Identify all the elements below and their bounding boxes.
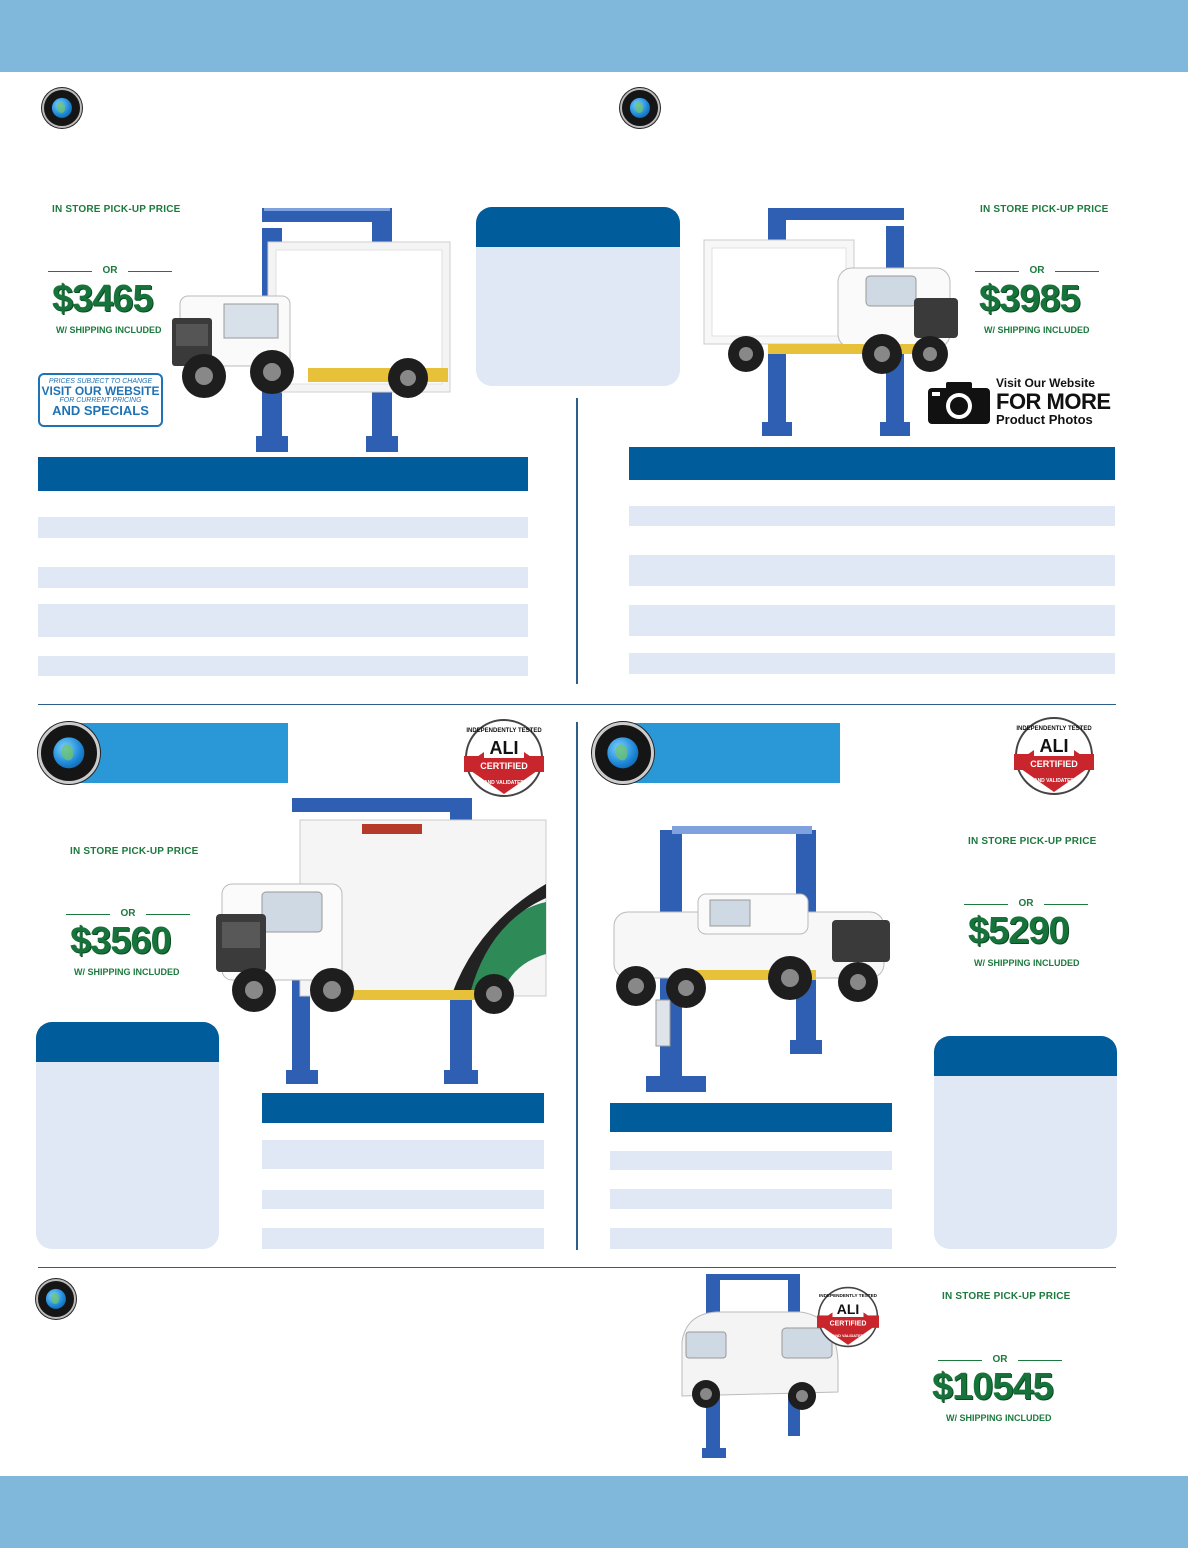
product-title-tab (628, 723, 840, 783)
features-card (36, 1022, 219, 1249)
svg-text:INDEPENDENTLY TESTED: INDEPENDENTLY TESTED (819, 1293, 878, 1298)
pickup-price-label: IN STORE PICK-UP PRICE (968, 836, 1097, 847)
features-card (934, 1036, 1117, 1249)
svg-text:ALI: ALI (1040, 736, 1069, 756)
or-divider: OR (66, 908, 190, 920)
shipping-price: $3560 (70, 920, 172, 962)
spec-table-row (629, 555, 1115, 586)
svg-text:CERTIFIED: CERTIFIED (830, 1321, 867, 1328)
or-divider: OR (964, 898, 1088, 910)
promo-line-1: Visit Our Website (996, 376, 1095, 390)
spec-table-row (262, 1140, 544, 1169)
atlas-equipment-logo (42, 88, 82, 128)
svg-text:AND VALIDATED: AND VALIDATED (833, 1333, 864, 1338)
footer-band (0, 1476, 1188, 1548)
svg-text:ALI: ALI (490, 738, 519, 758)
column-divider (576, 722, 578, 1250)
spec-table-row (262, 1228, 544, 1249)
spec-table-header (262, 1093, 544, 1123)
svg-text:CERTIFIED: CERTIFIED (480, 761, 528, 771)
spec-table-row (610, 1228, 892, 1249)
spec-table-header (629, 447, 1115, 480)
spec-table-header (38, 457, 528, 491)
atlas-equipment-logo (36, 1279, 76, 1319)
spec-table-row (262, 1190, 544, 1209)
svg-text:INDEPENDENTLY TESTED: INDEPENDENTLY TESTED (466, 728, 542, 734)
section-divider (38, 704, 1116, 705)
promo-line-3: Product Photos (996, 412, 1093, 427)
shipping-price: $5290 (968, 910, 1070, 952)
header-band (0, 0, 1188, 72)
features-card (476, 207, 680, 386)
product-title-tab (74, 723, 288, 783)
spec-table-row (38, 604, 528, 637)
pickup-price-label: IN STORE PICK-UP PRICE (70, 846, 199, 857)
spec-table-row (610, 1189, 892, 1209)
svg-text:INDEPENDENTLY TESTED: INDEPENDENTLY TESTED (1016, 726, 1092, 732)
pickup-price-label: IN STORE PICK-UP PRICE (980, 204, 1109, 215)
two-post-lift-image (216, 798, 547, 1084)
spec-table-row (38, 567, 528, 588)
pickup-price-label: IN STORE PICK-UP PRICE (52, 204, 181, 215)
svg-text:ALI: ALI (837, 1301, 859, 1317)
two-post-lift-image (681, 1274, 839, 1458)
shipping-price: $3985 (979, 278, 1081, 320)
spec-table-row (629, 653, 1115, 674)
column-divider (576, 398, 578, 684)
shipping-price: $10545 (932, 1366, 1054, 1408)
svg-text:AND VALIDATED: AND VALIDATED (484, 780, 524, 786)
or-divider: OR (938, 1354, 1062, 1366)
spec-table-row (38, 656, 528, 676)
shipping-included-label: W/ SHIPPING INCLUDED (946, 1413, 1052, 1423)
visit-website-promo[interactable]: Visit Our Website FOR MORE Product Photo… (926, 376, 1118, 428)
section-divider (38, 1267, 1116, 1268)
two-post-lift-image (172, 208, 451, 452)
shipping-price: $3465 (52, 278, 154, 320)
two-post-lift-image (613, 826, 890, 1092)
or-divider: OR (48, 265, 172, 277)
atlas-equipment-logo (38, 722, 100, 784)
prices-notice: PRICES SUBJECT TO CHANGE VISIT OUR WEBSI… (38, 373, 163, 427)
pickup-price-label: IN STORE PICK-UP PRICE (942, 1291, 1071, 1302)
shipping-included-label: W/ SHIPPING INCLUDED (974, 958, 1080, 968)
certified-badge: ALI CERTIFIED INDEPENDENTLY TESTED AND V… (817, 1286, 879, 1348)
spec-table-row (629, 605, 1115, 636)
two-post-lift-image (703, 208, 958, 436)
shipping-included-label: W/ SHIPPING INCLUDED (56, 325, 162, 335)
shipping-included-label: W/ SHIPPING INCLUDED (74, 967, 180, 977)
camera-icon (928, 382, 990, 424)
certified-badge: ALI CERTIFIED INDEPENDENTLY TESTED AND V… (464, 719, 544, 797)
atlas-equipment-logo (592, 722, 654, 784)
svg-text:CERTIFIED: CERTIFIED (1030, 759, 1078, 769)
or-divider: OR (975, 265, 1099, 277)
promo-line-2: FOR MORE (996, 389, 1111, 414)
spec-table-row (629, 506, 1115, 526)
shipping-included-label: W/ SHIPPING INCLUDED (984, 325, 1090, 335)
spec-table-header (610, 1103, 892, 1132)
spec-table-row (610, 1151, 892, 1170)
atlas-equipment-logo (620, 88, 660, 128)
spec-table-row (38, 517, 528, 538)
svg-text:AND VALIDATED: AND VALIDATED (1034, 778, 1074, 784)
certified-badge: ALI CERTIFIED INDEPENDENTLY TESTED AND V… (1014, 717, 1094, 795)
